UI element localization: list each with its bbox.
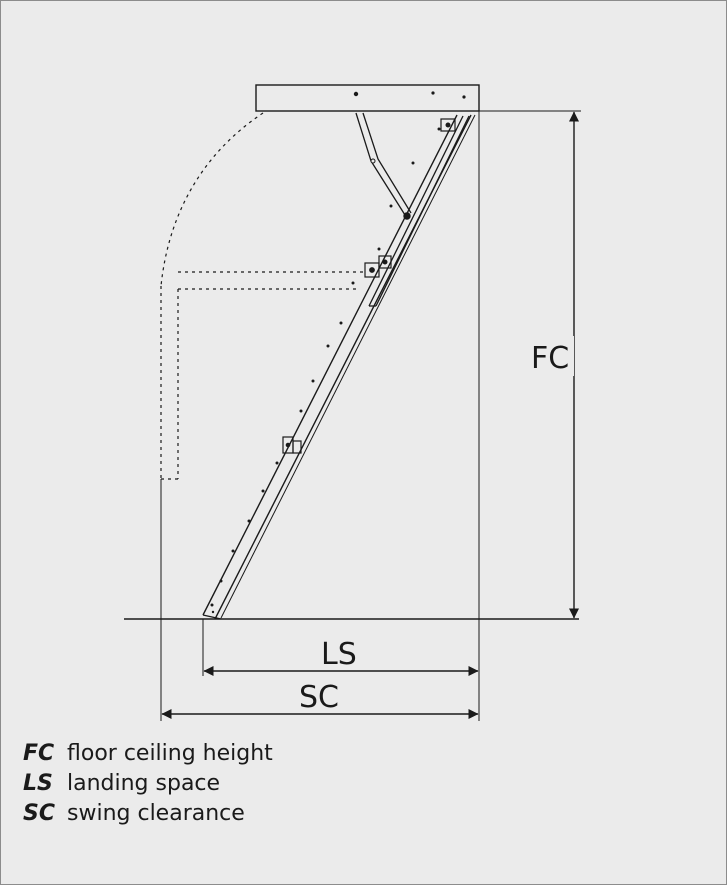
ls-dimension-label: LS: [321, 637, 357, 672]
swing-path: [160, 112, 363, 480]
sc-dimension-label: SC: [299, 680, 339, 715]
ladder-step-dots: [210, 127, 441, 614]
attic-ladder: [202, 112, 476, 620]
fc-label-bg: [526, 336, 574, 376]
legend-abbr: FC: [23, 741, 55, 766]
legend-text: swing clearance: [67, 801, 245, 826]
ceiling-hatch: [255, 84, 480, 112]
legend-text: floor ceiling height: [67, 741, 273, 766]
legend-item-sc: SC swing clearance: [23, 799, 273, 829]
legend-item-ls: LS landing space: [23, 769, 273, 799]
fc-dimension-label: FC: [531, 341, 569, 376]
legend-abbr: SC: [23, 801, 55, 826]
legend-item-fc: FC floor ceiling height: [23, 739, 273, 769]
legend-abbr: LS: [23, 771, 53, 796]
legend: FC floor ceiling height LS landing space…: [23, 739, 273, 829]
legend-text: landing space: [67, 771, 221, 796]
